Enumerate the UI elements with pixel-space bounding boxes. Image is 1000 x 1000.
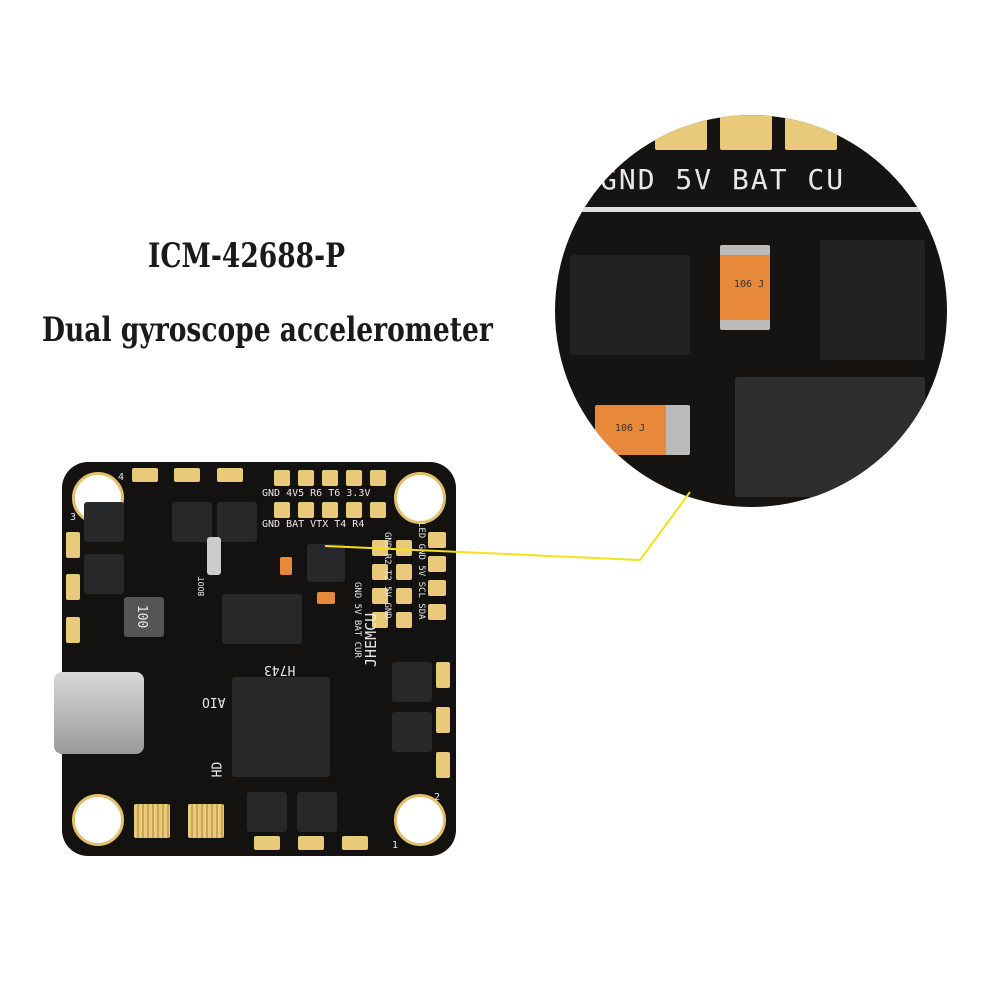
description-heading: Dual gyroscope accelerometer — [42, 310, 493, 350]
chip-name-heading: ICM-42688-P — [148, 236, 346, 276]
boot-button — [207, 537, 221, 575]
inductor: 100 — [124, 597, 164, 637]
magnified-silk: GND 5V BAT CU — [600, 163, 846, 196]
magnified-view: GND 5V BAT CU 106 J 106 J — [555, 115, 947, 507]
mount-hole — [394, 472, 446, 524]
flight-controller-board: 100 GND 4V5 R6 T6 3.3V GND BAT VTX T4 R4… — [54, 462, 456, 856]
mount-hole — [72, 794, 124, 846]
gyro-chip — [307, 544, 345, 582]
silk-top-row2: GND BAT VTX T4 R4 — [262, 519, 365, 530]
flash-chip — [222, 594, 302, 644]
silk-top-row1: GND 4V5 R6 T6 3.3V — [262, 488, 371, 499]
mcu-chip — [232, 677, 330, 777]
gyro-chip-magnified — [570, 255, 690, 355]
usb-c-port — [54, 672, 144, 754]
mount-hole — [394, 794, 446, 846]
